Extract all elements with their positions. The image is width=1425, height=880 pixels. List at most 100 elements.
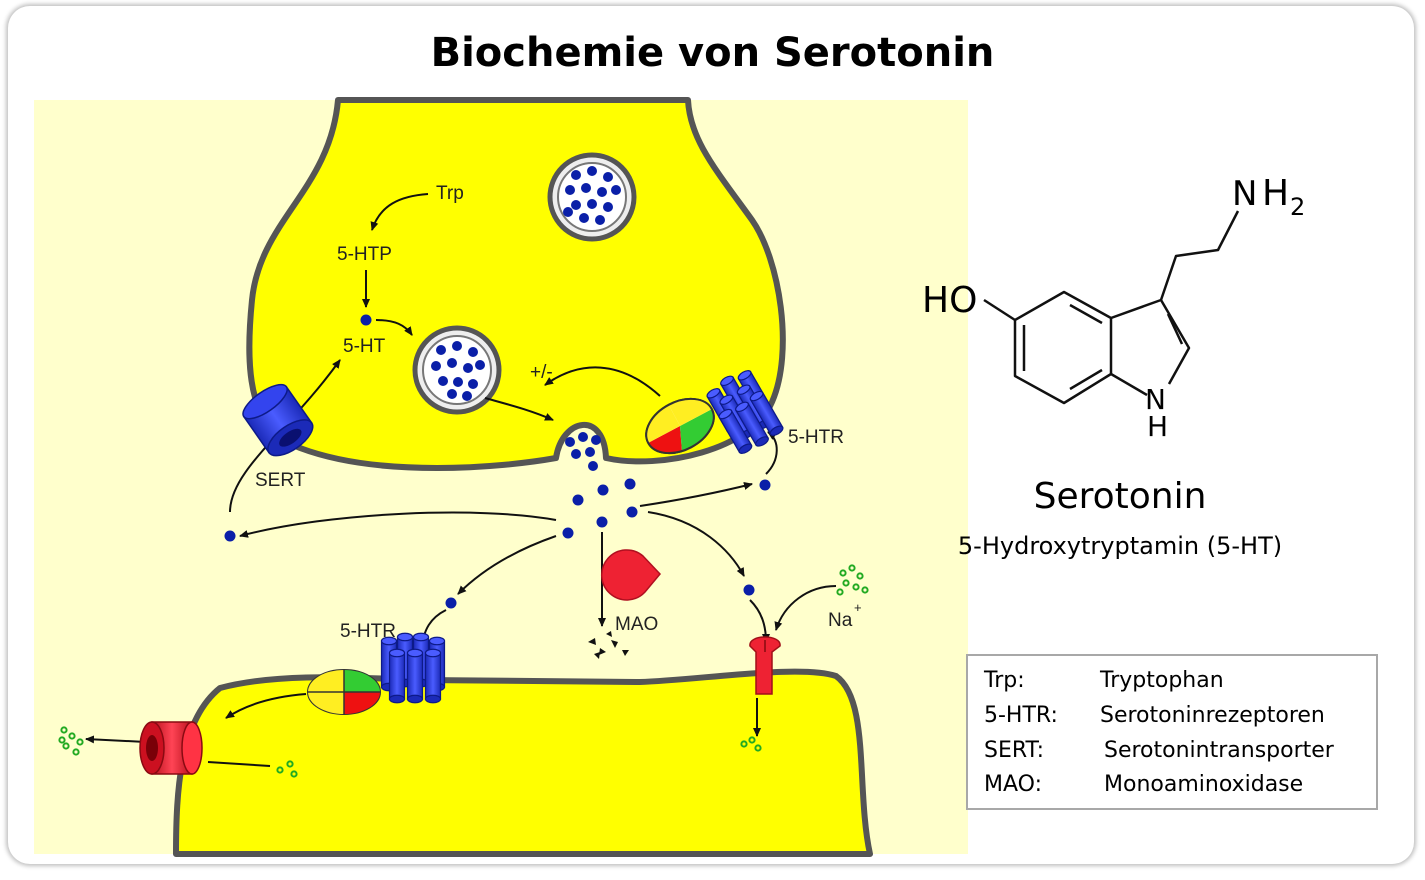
serotonin-molecule — [468, 347, 478, 357]
serotonin-molecule — [562, 527, 574, 539]
serotonin-molecule — [563, 207, 573, 217]
serotonin-molecule — [578, 432, 588, 442]
presynaptic-terminal — [246, 97, 786, 471]
serotonin-molecule — [587, 166, 597, 176]
legend-value: Serotoninrezeptoren — [1100, 703, 1325, 728]
serotonin-molecule — [224, 530, 236, 542]
sodium-ion — [839, 569, 847, 577]
arrow-to-autoreceptor — [639, 482, 753, 507]
sodium-ion — [842, 579, 850, 587]
serotonin-molecule — [571, 200, 581, 210]
molecule-fullname: 5-Hydroxytryptamin (5-HT) — [957, 532, 1283, 560]
serotonin-molecule — [445, 597, 457, 609]
sodium-ion — [856, 572, 864, 580]
serotonin-molecule — [571, 170, 581, 180]
serotonin-molecule — [572, 494, 584, 506]
label-plus-minus: +/- — [530, 362, 553, 383]
sert-transporter — [242, 383, 314, 457]
serotonin-molecule — [438, 376, 448, 386]
sodium-ion — [740, 740, 748, 748]
serotonin-molecule — [626, 506, 638, 518]
legend-row: 5-HTR: Serotoninrezeptoren — [968, 703, 1376, 733]
degradation-products — [588, 631, 629, 659]
sodium-ion — [76, 738, 84, 746]
legend-value: Monoaminoxidase — [1104, 772, 1304, 797]
g-protein-presynaptic — [645, 397, 715, 455]
receptor-subunit — [406, 648, 424, 704]
molecule-ho: HO — [922, 280, 977, 321]
autoreceptor-5htr — [706, 370, 784, 454]
serotonin-molecule — [571, 449, 581, 459]
mao-enzyme — [600, 549, 662, 601]
label-5htp: 5-HTP — [337, 244, 392, 265]
sodium-ion — [861, 586, 869, 594]
sodium-ion — [848, 564, 856, 572]
receptor-subunit — [735, 401, 769, 447]
arrow-to-postsynaptic — [457, 535, 557, 595]
receptor-subunit — [424, 648, 442, 704]
ion-channel-red — [139, 721, 203, 775]
sodium-ion — [286, 760, 294, 768]
sodium-ion — [276, 766, 284, 774]
serotonin-molecule — [624, 478, 636, 490]
serotonin-molecule — [468, 379, 478, 389]
serotonin-molecule — [595, 215, 605, 225]
serotonin-molecule — [463, 363, 473, 373]
serotonin-molecule — [603, 202, 613, 212]
serotonin-molecule — [436, 345, 446, 355]
serotonin-molecule — [565, 185, 575, 195]
arrow-ht-to-vesicle — [375, 319, 413, 336]
serotonin-molecule — [475, 360, 485, 370]
postsynaptic-terminal — [173, 668, 873, 857]
sodium-ions — [58, 564, 869, 778]
label-trp: Trp — [436, 183, 464, 204]
line-ions-to-channel — [207, 761, 271, 767]
label-5htr-postsynaptic: 5-HTR — [340, 621, 396, 642]
molecule-n-amine: N — [1232, 174, 1257, 214]
sodium-ion — [68, 732, 76, 740]
label-5ht: 5-HT — [343, 336, 386, 357]
molecule-h2: H — [1262, 173, 1289, 214]
serotonin-molecule — [596, 516, 608, 528]
arrow-diffusion-left — [239, 511, 557, 538]
label-mao: MAO — [615, 614, 658, 635]
serotonin-molecule — [603, 172, 613, 182]
legend-key: SERT: — [984, 738, 1044, 763]
sodium-ion — [290, 770, 298, 778]
arrow-vesicle-to-release — [484, 397, 554, 421]
serotonin-molecule — [447, 358, 457, 368]
molecule-name: Serotonin — [1033, 476, 1207, 517]
molecule-h2-subscript: 2 — [1290, 193, 1305, 221]
receptor-subunit — [388, 648, 406, 704]
serotonin-molecule — [565, 437, 575, 447]
serotonin-structure — [983, 210, 1240, 405]
molecule-n-ring: N — [1145, 383, 1166, 416]
serotonin-molecule — [588, 461, 598, 471]
legend-row: MAO: Monoaminoxidase — [968, 772, 1376, 802]
arrow-autoreceptor-feedback — [544, 366, 661, 397]
serotonin-molecule — [759, 479, 771, 491]
sodium-ion — [62, 742, 70, 750]
sodium-ion — [60, 726, 68, 734]
arrow-sodium-influx — [774, 585, 837, 631]
label-5htr-autoreceptor: 5-HTR — [788, 427, 844, 448]
molecule-h-ring: H — [1147, 410, 1168, 443]
serotonin-molecule — [462, 391, 472, 401]
sodium-ion — [754, 744, 762, 752]
serotonin-molecule — [579, 213, 589, 223]
slide-title: Biochemie von Serotonin — [430, 30, 995, 76]
serotonin-molecule — [597, 484, 609, 496]
legend-row: Trp: Tryptophan — [968, 668, 1376, 698]
legend-key: 5-HTR: — [984, 703, 1058, 728]
legend-value: Tryptophan — [1100, 668, 1224, 693]
serotonin-molecule — [453, 377, 463, 387]
serotonin-molecule — [447, 389, 457, 399]
serotonin-molecule — [743, 584, 755, 596]
label-na: Na — [828, 610, 853, 631]
label-na-charge: + — [854, 600, 862, 615]
sodium-ion — [852, 583, 860, 591]
serotonin-molecule — [452, 341, 462, 351]
legend-box: Trp: Tryptophan 5-HTR: Serotoninrezeptor… — [966, 654, 1378, 810]
legend-value: Serotonintransporter — [1104, 738, 1334, 763]
